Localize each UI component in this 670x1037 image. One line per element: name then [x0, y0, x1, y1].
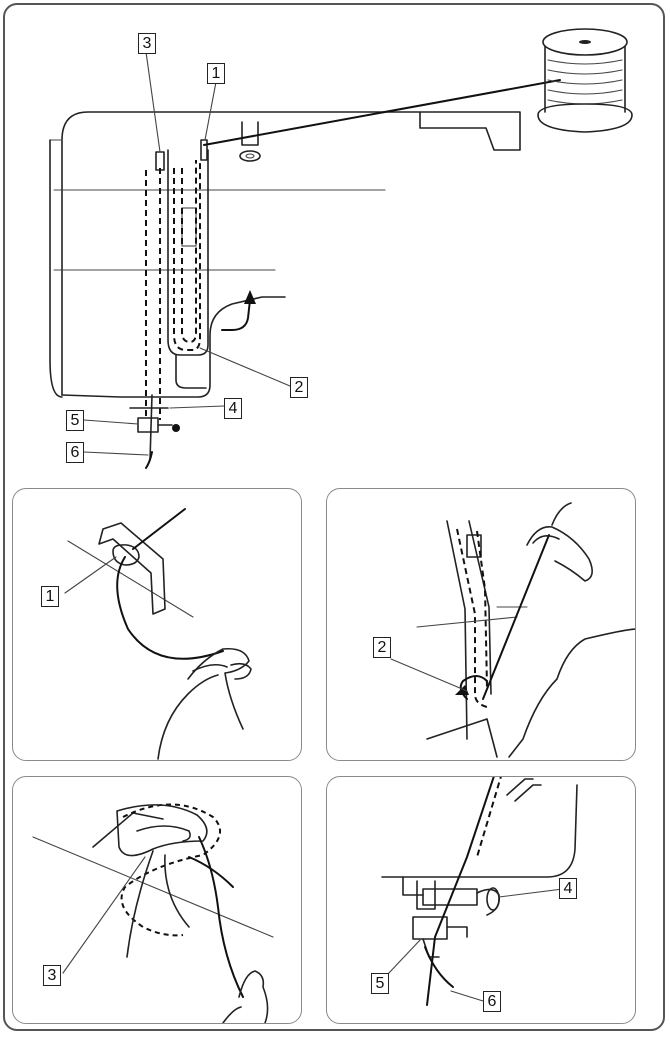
label-2-top: 2	[290, 377, 308, 398]
step-1-illustration	[64, 508, 252, 760]
label-1-panel: 1	[41, 586, 59, 607]
label-6-panel: 6	[483, 991, 501, 1012]
panel-step-2: 2	[326, 488, 636, 761]
step-4-illustration	[381, 777, 578, 1006]
panel-step-1: 1	[12, 488, 302, 761]
panel-step-3: 3	[12, 776, 302, 1024]
machine-body	[61, 111, 521, 396]
label-3-panel: 3	[43, 965, 61, 986]
diagram-frame	[3, 3, 665, 1031]
step-2-illustration	[390, 502, 635, 758]
label-4-panel: 4	[559, 878, 577, 899]
panel-step-4: 4 5 6	[326, 776, 636, 1024]
machine-overview	[49, 28, 633, 469]
label-4-top: 4	[224, 398, 242, 419]
label-3-top: 3	[138, 33, 156, 54]
label-2-panel: 2	[373, 637, 391, 658]
label-5-panel: 5	[371, 973, 389, 994]
label-6-top: 6	[66, 442, 84, 463]
label-1-top: 1	[207, 63, 225, 84]
label-5-top: 5	[66, 410, 84, 431]
step-3-illustration	[32, 803, 274, 1023]
thread-spool	[537, 28, 633, 133]
